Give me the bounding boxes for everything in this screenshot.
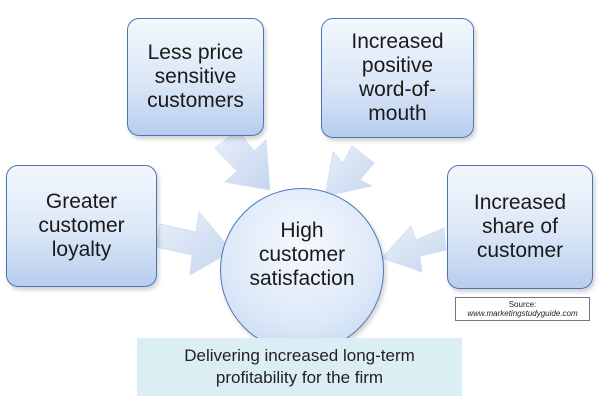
center-high-satisfaction: High customer satisfaction (220, 188, 384, 352)
box-label-line: loyalty (51, 238, 112, 261)
arrow-share-to-center (381, 225, 447, 273)
source-label: Source: (508, 300, 537, 309)
center-label-line: satisfaction (249, 267, 355, 290)
box-label-line: customer (476, 239, 564, 262)
footer-profitability-band: Delivering increased long-term profitabi… (137, 338, 462, 396)
box-customer-loyalty: Greater customer loyalty (6, 165, 157, 287)
center-label-line: customer (258, 243, 346, 266)
box-label-line: Increased (473, 191, 567, 214)
box-label-line: Increased (351, 30, 444, 53)
arrow-price-to-center (214, 129, 271, 191)
box-share-of-customer: Increased share of customer (447, 165, 593, 289)
box-label-line: share of (482, 215, 558, 238)
arrow-word-to-center (324, 145, 375, 197)
box-label-line: Less price (147, 41, 244, 64)
footer-line: profitability for the firm (215, 368, 384, 387)
box-label-line: customer (38, 214, 125, 237)
box-label-line: customers (147, 89, 244, 112)
box-label-line: word-of- (358, 78, 436, 101)
footer-line: Delivering increased long-term (184, 346, 415, 365)
box-less-price-sensitive: Less price sensitive customers (127, 18, 264, 136)
source-url: www.marketingstudyguide.com (467, 309, 578, 318)
box-label-line: Greater (45, 190, 118, 213)
source-credit: Source: www.marketingstudyguide.com (455, 297, 590, 321)
box-label-line: sensitive (154, 65, 237, 88)
arrow-loyalty-to-center (155, 210, 233, 276)
center-label-line: High (280, 219, 324, 242)
box-label-line: positive (361, 54, 434, 77)
box-label-line: mouth (368, 102, 427, 125)
box-word-of-mouth: Increased positive word-of- mouth (321, 18, 474, 138)
